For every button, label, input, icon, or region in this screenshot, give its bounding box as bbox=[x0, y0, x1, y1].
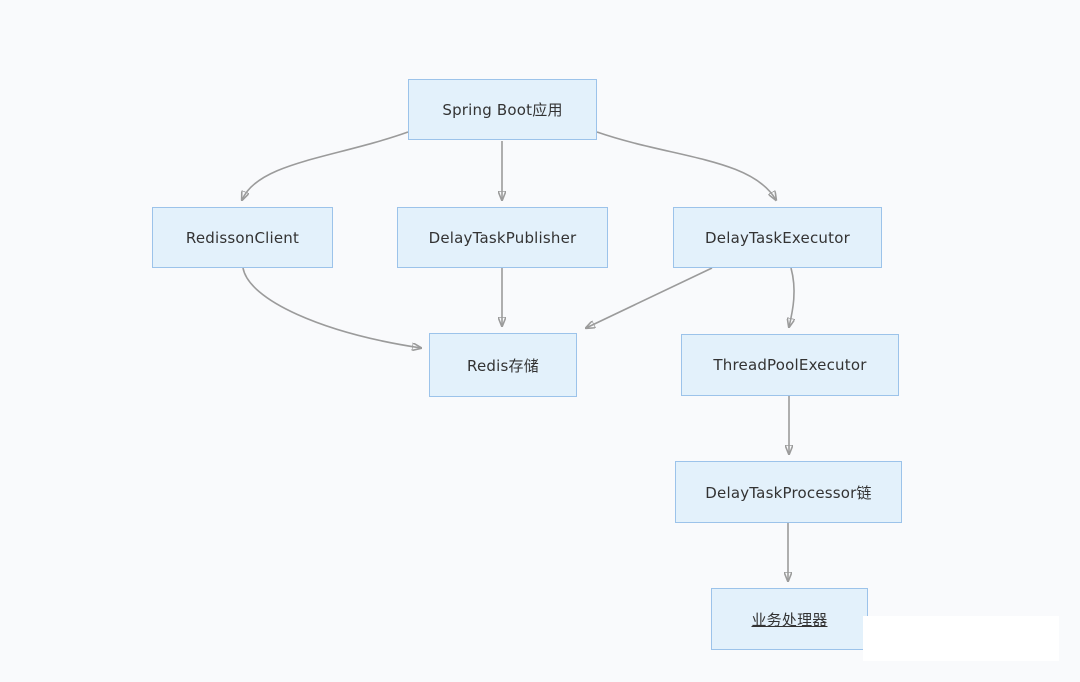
edge-spring-boot-app-to-redisson-client bbox=[242, 131, 409, 200]
edge-redisson-client-to-redis-storage bbox=[242, 267, 421, 348]
node-redisson-client: RedissonClient bbox=[152, 207, 333, 268]
node-delay-task-processor-chain-label: DelayTaskProcessor链 bbox=[705, 483, 872, 502]
node-spring-boot-app: Spring Boot应用 bbox=[408, 79, 597, 140]
edge-delay-task-executor-to-redis-storage bbox=[586, 267, 713, 328]
node-thread-pool-executor: ThreadPoolExecutor bbox=[681, 334, 899, 396]
node-redis-storage: Redis存储 bbox=[429, 333, 577, 397]
node-redisson-client-label: RedissonClient bbox=[185, 228, 300, 247]
node-thread-pool-executor-label: ThreadPoolExecutor bbox=[713, 356, 867, 374]
node-delay-task-executor-label: DelayTaskExecutor bbox=[705, 228, 850, 247]
white-patch bbox=[863, 616, 1059, 661]
node-business-processor-label: 业务处理器 bbox=[751, 610, 828, 629]
node-delay-task-executor: DelayTaskExecutor bbox=[673, 207, 882, 268]
edge-delay-task-executor-to-thread-pool-executor bbox=[789, 267, 794, 327]
node-spring-boot-app-label: Spring Boot应用 bbox=[442, 101, 563, 119]
node-delay-task-publisher-label: DelayTaskPublisher bbox=[428, 228, 577, 247]
node-delay-task-processor-chain: DelayTaskProcessor链 bbox=[675, 461, 902, 523]
node-business-processor: 业务处理器 bbox=[711, 588, 868, 650]
node-delay-task-publisher: DelayTaskPublisher bbox=[397, 207, 608, 268]
node-redis-storage-label: Redis存储 bbox=[467, 356, 539, 375]
edge-spring-boot-app-to-delay-task-executor bbox=[596, 131, 776, 200]
